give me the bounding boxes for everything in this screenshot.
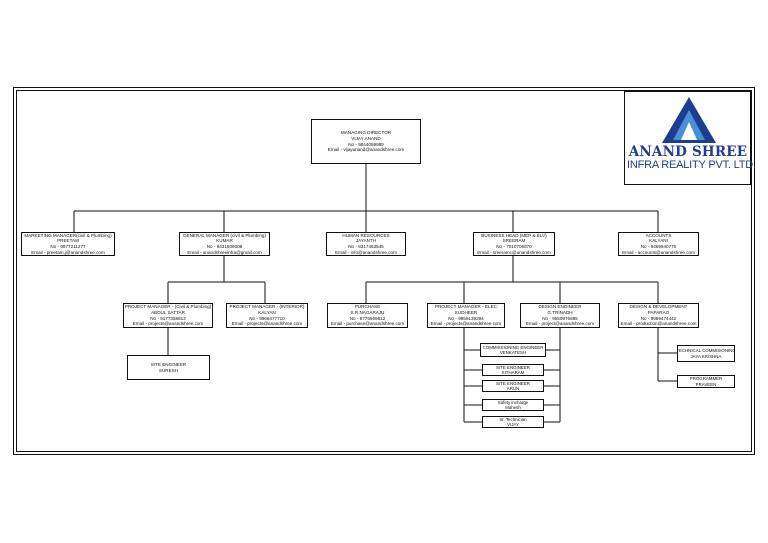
node-text-line: No - 9977211277 [50,244,86,249]
node-text-line: No - 9968477710 [249,315,285,321]
inner-border [16,90,752,452]
node-text-line: DESIGN & DEVELOPMENT [629,304,688,310]
node-text-line: SITE ENGINEER [496,364,530,370]
node-text-line: PROJECT MANAGER - ELEC [435,304,497,310]
node-text-line: Email - projects@anandshree.com [231,321,303,327]
node-text-line: BUSINESS HEAD (MEP & ELV) [481,232,547,238]
node-text-line: Mahesh [505,405,521,410]
node-text-line: ARUN [506,386,520,391]
node-text-line: No - 9959139294 [448,315,484,321]
node-text-line: G.TRINADH [547,309,573,315]
node-text-line: No - 8776969812 [349,315,386,321]
node-text-line: SREERAM [502,238,526,244]
node-text-line: PURCHASE [354,304,381,310]
node-text-line: DESIGN ENGINEER [538,304,582,310]
node-text-line: SITE ENGINEER [496,380,530,386]
node-text-line: No - 9431609008 [206,244,243,249]
node-text-line: HUMAN RESOURCES [342,232,390,238]
node-text-line: Email - vijayanand@anandshree.com [327,147,405,153]
node-text-line: Email - projects@anandshree.com [430,321,502,327]
node-text-line: JAYA KRISHNA [690,353,722,359]
node-text-line: No - 7010706670 [496,244,532,249]
node-text-line: PREETAM [57,238,79,244]
logo-subtitle-text: INFRA REALITY PVT. LTD. [627,159,756,171]
node-text-line: Email - production@anandshree.com [620,321,697,327]
node-text-line: Email - info@anandshree.com [335,249,397,255]
node-project-manager-civil: PROJECT MANAGER - (Civil & Plumbing)ABDU… [123,303,213,328]
node-text-line: Email - accounts@anandshree.com [622,249,695,255]
node-text-line: JAYANTH [355,238,377,244]
node-text-line: No - 9469940770 [640,244,677,249]
node-text-line: PROJECT MANAGER - (INTERIOR) [229,304,305,310]
node-marketing-manager: MARKETING MANAGER(civil & Plumbing)PREET… [21,232,115,256]
node-text-line: KALYAN [258,309,276,315]
node-text-line: MANAGING DIRECTOR [340,130,392,136]
node-text-line: No - 9844059989 [348,141,384,147]
node-text-line: KALYANI [649,238,668,244]
node-text-line: ABDUL SATTAR [151,309,185,315]
node-text-line: VIJAY ANAND [351,135,381,141]
node-text-line: KUMAR [216,238,233,244]
node-text-line: PRAVEEN [695,381,717,387]
node-text-line: SURESH [158,367,179,373]
node-text-line: Email - purchase@anandshree.com [330,321,405,327]
node-text-line: No - 8317463545 [348,244,384,249]
node-text-line: Email - sreeramc@anandshree.com [477,249,551,255]
node-text-line: SUDHEER [454,309,478,315]
node-text-line: No - 9989474442 [640,315,677,321]
node-text-line: Safety incharge [497,399,529,405]
node-text-line: PROJECT MANAGER - (Civil & Plumbing) [124,304,212,310]
company-logo: ANAND SHREE INFRA REALITY PVT. LTD. [624,91,756,185]
outer-border [13,87,755,455]
node-text-line: SITHARAM [501,370,525,375]
node-text-line: PROGRAMMER [689,376,723,382]
node-text-line: GENERAL MANAGER (civil & Plumbing) [182,232,267,238]
logo-brand-text: ANAND SHREE [628,144,748,160]
node-text-line: COMMISSIONING ENGINEER [482,344,544,350]
logo-triangle-icon [662,97,716,143]
node-text-line: S.R.NAGARAJU [350,309,385,315]
node-text-line: Email - preetam.j@anandshree.com [31,249,105,255]
node-text-line: TECHNICAL COMMISIONING [677,348,735,354]
node-text-line: Email - anandshreeinfra@gmail.com [187,249,262,255]
node-text-line: Sr. Technician [499,416,527,422]
node-text-line: PAPARAO [647,309,670,315]
node-text-line: Email - projects@anandshree.com [132,321,204,327]
node-text-line: No - 9177358813 [150,315,186,321]
node-text-line: SITE ENGINEER [150,361,187,367]
node-text-line: VIJAY [507,422,519,427]
node-text-line: MARKETING MANAGER(civil & Plumbing) [24,232,112,238]
node-text-line: ACCOUNTS [645,232,672,238]
node-text-line: No - 9550976685 [542,315,578,321]
node-text-line: Email - project@anandshree.com [525,321,595,327]
node-text-line: VENKATESH [499,350,527,355]
